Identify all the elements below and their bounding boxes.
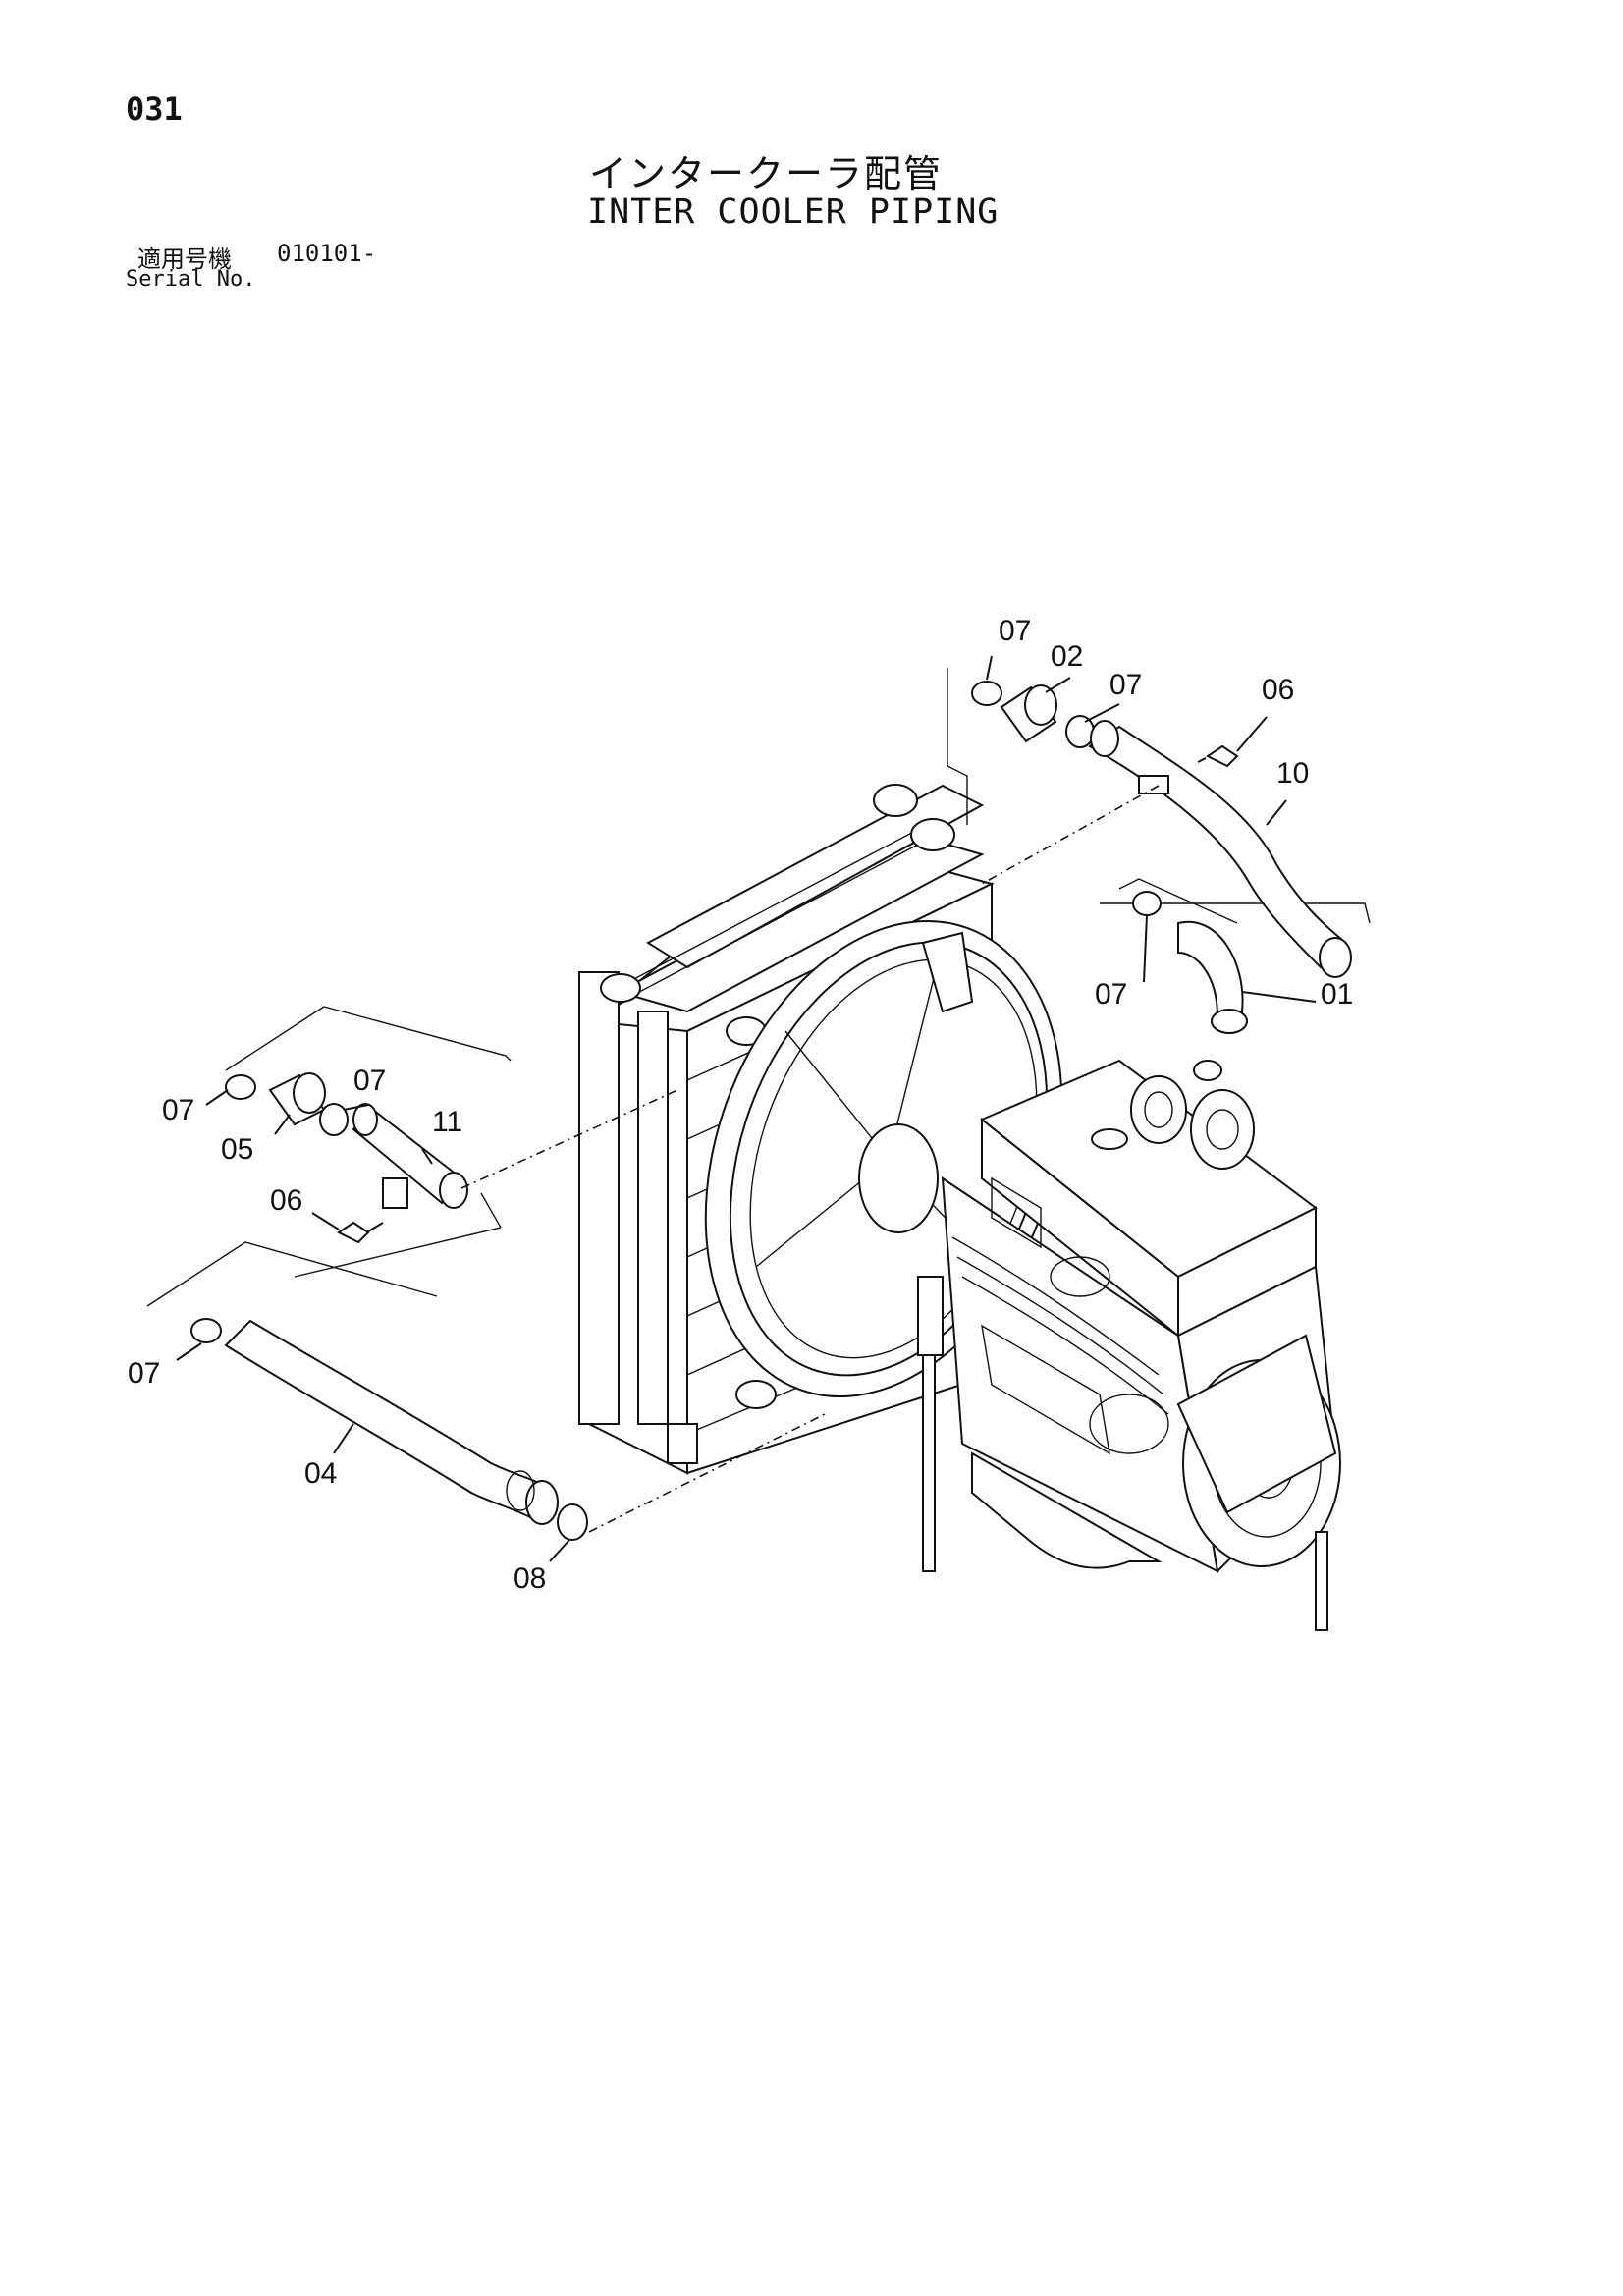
intercooler-pipe-group (225, 1006, 512, 1278)
upper-hose-group (947, 668, 1371, 978)
callout-06: 06 (270, 1184, 302, 1217)
callout-01: 01 (1321, 978, 1353, 1011)
serial-value: 010101- (277, 240, 377, 267)
engine-assembly (917, 1059, 1341, 1631)
serial-label-japanese: 適用号機 (137, 246, 232, 273)
callout-02: 02 (1051, 640, 1083, 673)
callout-04: 04 (304, 1457, 337, 1490)
page-number: 031 (126, 90, 183, 128)
callout-11: 11 (432, 1106, 462, 1138)
callout-07: 07 (353, 1065, 386, 1097)
leader-lines (176, 655, 1317, 1562)
turbo-hose-group (1118, 878, 1248, 1034)
callout-07: 07 (999, 615, 1031, 647)
callout-07: 07 (162, 1094, 194, 1126)
callout-06: 06 (1262, 674, 1294, 706)
callout-08: 08 (514, 1562, 546, 1595)
title-japanese: インタークーラ配管 (589, 152, 944, 195)
lower-hose-group (146, 1241, 588, 1541)
callout-07: 07 (128, 1357, 160, 1390)
callout-05: 05 (221, 1133, 253, 1166)
callout-07: 07 (1109, 669, 1142, 701)
callout-07: 07 (1095, 978, 1127, 1011)
serial-label-english: Serial No. (126, 267, 256, 292)
title-english: INTER COOLER PIPING (587, 192, 1000, 232)
clamp-part (971, 681, 1002, 706)
callout-10: 10 (1276, 757, 1309, 790)
